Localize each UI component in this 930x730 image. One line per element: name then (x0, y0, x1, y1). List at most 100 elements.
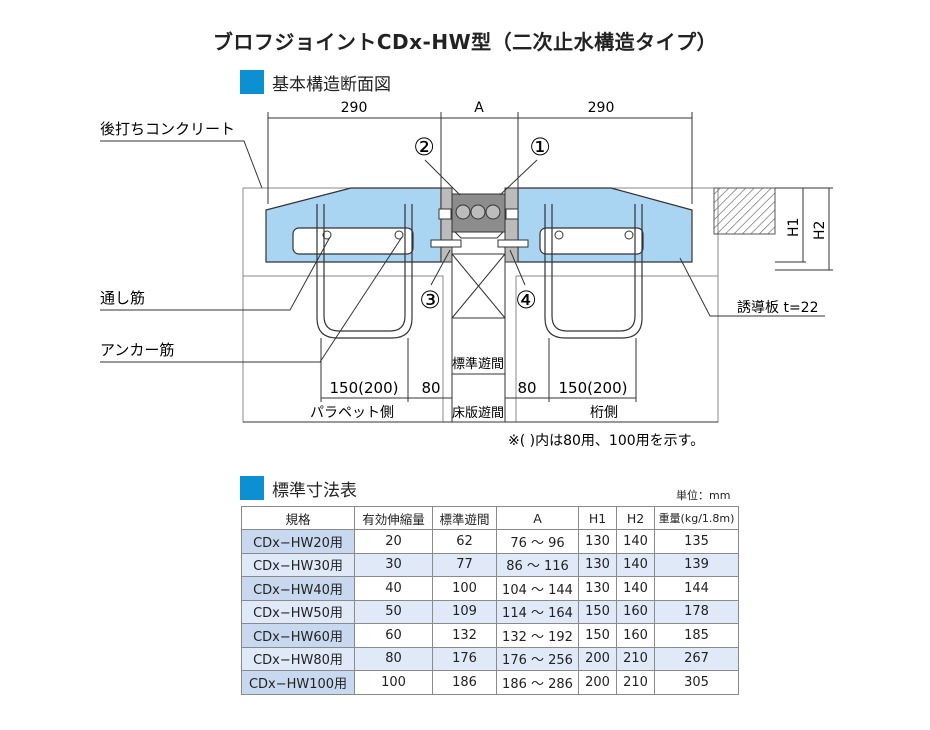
callout-3: ③ (419, 286, 441, 314)
section-marker (240, 70, 264, 94)
table-header: 規格 (241, 506, 355, 530)
table-header: H1 (578, 506, 617, 530)
table-cell: 200 (578, 646, 617, 671)
left-slot (292, 227, 414, 255)
gap-box (451, 253, 506, 319)
anchor-bars (316, 204, 643, 339)
label-guide-plate: 誘導板 t=22 (737, 300, 818, 316)
table-cell: 150 (578, 599, 617, 624)
table-cell: 210 (616, 670, 655, 695)
table-cell: 86 ～ 116 (496, 552, 579, 577)
table-cell: 140 (616, 529, 655, 554)
label-anchor-bar: アンカー筋 (100, 341, 174, 359)
section-header-dimensions: 標準寸法表 (240, 476, 357, 501)
table-cell: 305 (654, 670, 739, 695)
table-cell: CDx−HW20用 (241, 529, 355, 554)
label-concrete: 後打ちコンクリート (100, 120, 235, 138)
section-marker (240, 476, 264, 500)
dim-left-80: 80 (421, 379, 440, 397)
table-cell: 30 (354, 552, 433, 577)
table-cell: 20 (354, 529, 433, 554)
label-parapet-side: パラペット側 (310, 405, 394, 421)
table-cell: 200 (578, 670, 617, 695)
height-dimensions (775, 187, 833, 271)
table-cell: 160 (616, 599, 655, 624)
table-cell: 130 (578, 552, 617, 577)
table-header: 重量(kg/1.8m) (654, 506, 739, 530)
table-cell: CDx−HW40用 (241, 576, 355, 601)
label-slab-gap: 床版遊間 (452, 406, 504, 421)
table-cell: 150 (578, 623, 617, 648)
table-header: 有効伸縮量 (354, 506, 433, 530)
dim-top-mid: A (474, 100, 484, 116)
hatched-block (713, 187, 776, 235)
table-cell: 80 (354, 646, 433, 671)
table-cell: CDx−HW30用 (241, 552, 355, 577)
table-cell: 144 (654, 576, 739, 601)
table-cell: 186 ～ 286 (496, 670, 579, 695)
callout-1: ① (529, 133, 551, 161)
label-through-bar: 通し筋 (100, 289, 145, 307)
table-cell: 100 (432, 576, 497, 601)
table-cell: 139 (654, 552, 739, 577)
callout-2: ② (413, 133, 435, 161)
joint-core (430, 187, 529, 263)
dim-right-80: 80 (517, 379, 536, 397)
section-title: 標準寸法表 (272, 480, 357, 501)
table-cell: 40 (354, 576, 433, 601)
table-cell: 267 (654, 646, 739, 671)
table-cell: 140 (616, 576, 655, 601)
table-header: A (496, 506, 579, 530)
table-header: 標準遊間 (432, 506, 497, 530)
section-title: 基本構造断面図 (272, 74, 391, 95)
label-std-gap: 標準遊間 (452, 356, 504, 372)
table-cell: 132 ～ 192 (496, 623, 579, 648)
unit-label: 単位：mm (676, 489, 731, 502)
top-dimension (267, 112, 693, 204)
dim-right-150: 150(200) (559, 379, 628, 397)
table-cell: 76 ～ 96 (496, 529, 579, 554)
table-cell: 114 ～ 164 (496, 599, 579, 624)
dim-h2: H2 (812, 221, 828, 240)
leader-lines (100, 140, 825, 363)
table-cell: 186 (432, 670, 497, 695)
dim-top-left: 290 (341, 100, 368, 116)
table-cell: 176 (432, 646, 497, 671)
table-header-row: 規格 有効伸縮量 標準遊間 A H1 H2 重量(kg/1.8m) (241, 506, 739, 530)
callout-4: ④ (515, 286, 537, 314)
dim-h1: H1 (786, 218, 802, 237)
table-cell: 135 (654, 529, 739, 554)
table-header: H2 (616, 506, 655, 530)
table-cell: 100 (354, 670, 433, 695)
table-cell: 176 ～ 256 (496, 646, 579, 671)
dimension-table: 規格 有効伸縮量 標準遊間 A H1 H2 重量(kg/1.8m) CDx−HW… (241, 506, 739, 695)
right-slot (539, 227, 644, 255)
table-cell: 104 ～ 144 (496, 576, 579, 601)
table-cell: 160 (616, 623, 655, 648)
section-header-cross-section: 基本構造断面図 (240, 70, 391, 95)
table-cell: 60 (354, 623, 433, 648)
table-cell: 50 (354, 599, 433, 624)
dim-left-150: 150(200) (330, 379, 399, 397)
table-cell: 185 (654, 623, 739, 648)
table-cell: 130 (578, 576, 617, 601)
table-cell: CDx−HW100用 (241, 670, 355, 695)
table-cell: 62 (432, 529, 497, 554)
bottom-dimensions (243, 318, 718, 423)
table-cell: 130 (578, 529, 617, 554)
table-cell: CDx−HW80用 (241, 646, 355, 671)
table-cell: CDx−HW50用 (241, 599, 355, 624)
table-cell: 140 (616, 552, 655, 577)
label-girder-side: 桁側 (590, 405, 618, 421)
table-cell: 132 (432, 623, 497, 648)
page-title: ブロフジョイントCDx-HW型（二次止水構造タイプ） (212, 30, 718, 54)
dim-top-right: 290 (588, 100, 615, 116)
table-cell: 178 (654, 599, 739, 624)
